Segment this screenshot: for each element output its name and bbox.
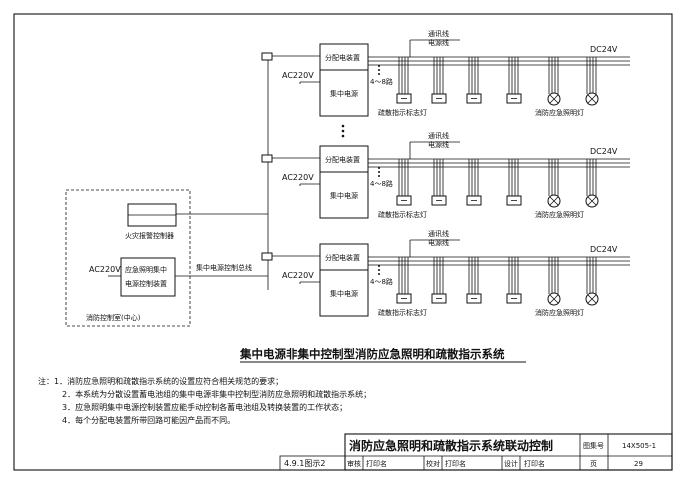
page-number: 29 (634, 460, 643, 468)
emergency-light-cross (587, 294, 597, 304)
title-block: 消防应急照明和疏散指示系统联动控制 图集号 14X505-1 页 29 4.9.… (279, 433, 673, 471)
central-control-device: 应急照明集中 电源控制装置 (120, 257, 176, 297)
figure-ref: 4.9.1图示2 (284, 459, 325, 468)
title-block-title: 消防应急照明和疏散指示系统联动控制 (349, 438, 553, 453)
bus-label: 集中电源控制总线 (196, 263, 252, 272)
check-label: 校对 (426, 459, 440, 468)
comm-line-label: 通讯线 (428, 229, 449, 238)
check-name: 打印名 (445, 459, 466, 468)
page-label: 页 (590, 460, 597, 468)
more-groups-ellipsis (341, 124, 345, 138)
emergency-light-label: 消防应急照明灯 (535, 108, 584, 117)
note-3: 3．应急照明集中电源控制装置应能手动控制各蓄电池组及转换装置的工作状态； (62, 402, 347, 412)
emergency-light-label: 消防应急照明灯 (535, 308, 584, 317)
evac-sign-label: 疏散指示标志灯 (378, 108, 427, 117)
loop-ellipsis-dot (378, 69, 380, 71)
panel-label: 分配电装置 (325, 53, 360, 62)
loop-ellipsis-dot (378, 175, 380, 177)
loop-ellipsis-dot (378, 167, 380, 169)
loop-ellipsis-dot (378, 171, 380, 173)
power-line-label: 电源线 (428, 238, 449, 247)
power-supply-label: 集中电源 (330, 89, 358, 98)
loop-ellipsis-dot (378, 269, 380, 271)
emergency-light-cross (587, 196, 597, 206)
power-line-label: 电源线 (428, 140, 449, 149)
controller-label-line2: 电源控制装置 (125, 279, 167, 288)
power-supply-label: 集中电源 (330, 191, 358, 200)
comm-line-label: 通讯线 (428, 131, 449, 140)
dc-label: DC24V (590, 245, 618, 254)
central-power-supply (319, 69, 369, 117)
central-power-supply (319, 269, 369, 317)
review-name: 打印名 (366, 459, 387, 468)
note-4: 4．每个分配电装置所带回路可能因产品而不同。 (62, 415, 235, 425)
loop-label: 4～8路 (370, 277, 393, 286)
emergency-light-cross (549, 94, 559, 104)
power-supply-label: 集中电源 (330, 289, 358, 298)
ac-label: AC220V (282, 271, 314, 280)
review-label: 审核 (347, 459, 361, 468)
bus-junction-box (261, 52, 273, 61)
distribution-panel (319, 145, 369, 173)
distribution-panel (319, 43, 369, 71)
dc-label: DC24V (590, 147, 618, 156)
loop-label: 4～8路 (370, 77, 393, 86)
design-label: 设计 (504, 459, 518, 468)
emergency-light-label: 消防应急照明灯 (535, 210, 584, 219)
controller-label-line1: 应急照明集中 (125, 265, 167, 274)
bus-junction-box (261, 154, 273, 163)
bus-junction-box (261, 252, 273, 261)
loop-ellipsis-dot (378, 65, 380, 67)
evac-sign-label: 疏散指示标志灯 (378, 210, 427, 219)
fire-alarm-controller: 火灾报警控制器 (125, 203, 177, 240)
distribution-groups: 分配电装置集中电源AC220V通讯线电源线DC24V4～8路疏散指示标志灯消防应… (261, 29, 630, 317)
loop-ellipsis-dot (378, 273, 380, 275)
power-line-label: 电源线 (428, 38, 449, 47)
loop-label: 4～8路 (370, 179, 393, 188)
dc-label: DC24V (590, 45, 618, 54)
central-power-supply (319, 171, 369, 219)
panel-label: 分配电装置 (325, 253, 360, 262)
loop-ellipsis-dot (378, 73, 380, 75)
control-room-label: 消防控制室(中心) (86, 313, 141, 322)
note-2: 2．本系统为分散设置蓄电池组的集中电源非集中控制型消防应急照明和疏散指示系统； (62, 389, 371, 399)
emergency-light-cross (587, 94, 597, 104)
control-room-ac-label: AC220V (89, 265, 121, 274)
evac-sign-label: 疏散指示标志灯 (378, 308, 427, 317)
emergency-light-cross (549, 196, 559, 206)
atlas-number: 14X505-1 (622, 442, 656, 450)
note-1: 注：1．消防应急照明和疏散指示系统的设置应符合相关规范的要求； (38, 376, 283, 386)
loop-ellipsis-dot (378, 265, 380, 267)
comm-line-label: 通讯线 (428, 29, 449, 38)
panel-label: 分配电装置 (325, 155, 360, 164)
control-room-boundary (65, 189, 191, 327)
fire-alarm-label: 火灾报警控制器 (125, 231, 174, 240)
design-name: 打印名 (524, 459, 545, 468)
atlas-label: 图集号 (583, 441, 604, 450)
diagram-title: 集中电源非集中控制型消防应急照明和疏散指示系统 (239, 347, 505, 361)
emergency-light-cross (549, 294, 559, 304)
ac-label: AC220V (282, 71, 314, 80)
ac-label: AC220V (282, 173, 314, 182)
